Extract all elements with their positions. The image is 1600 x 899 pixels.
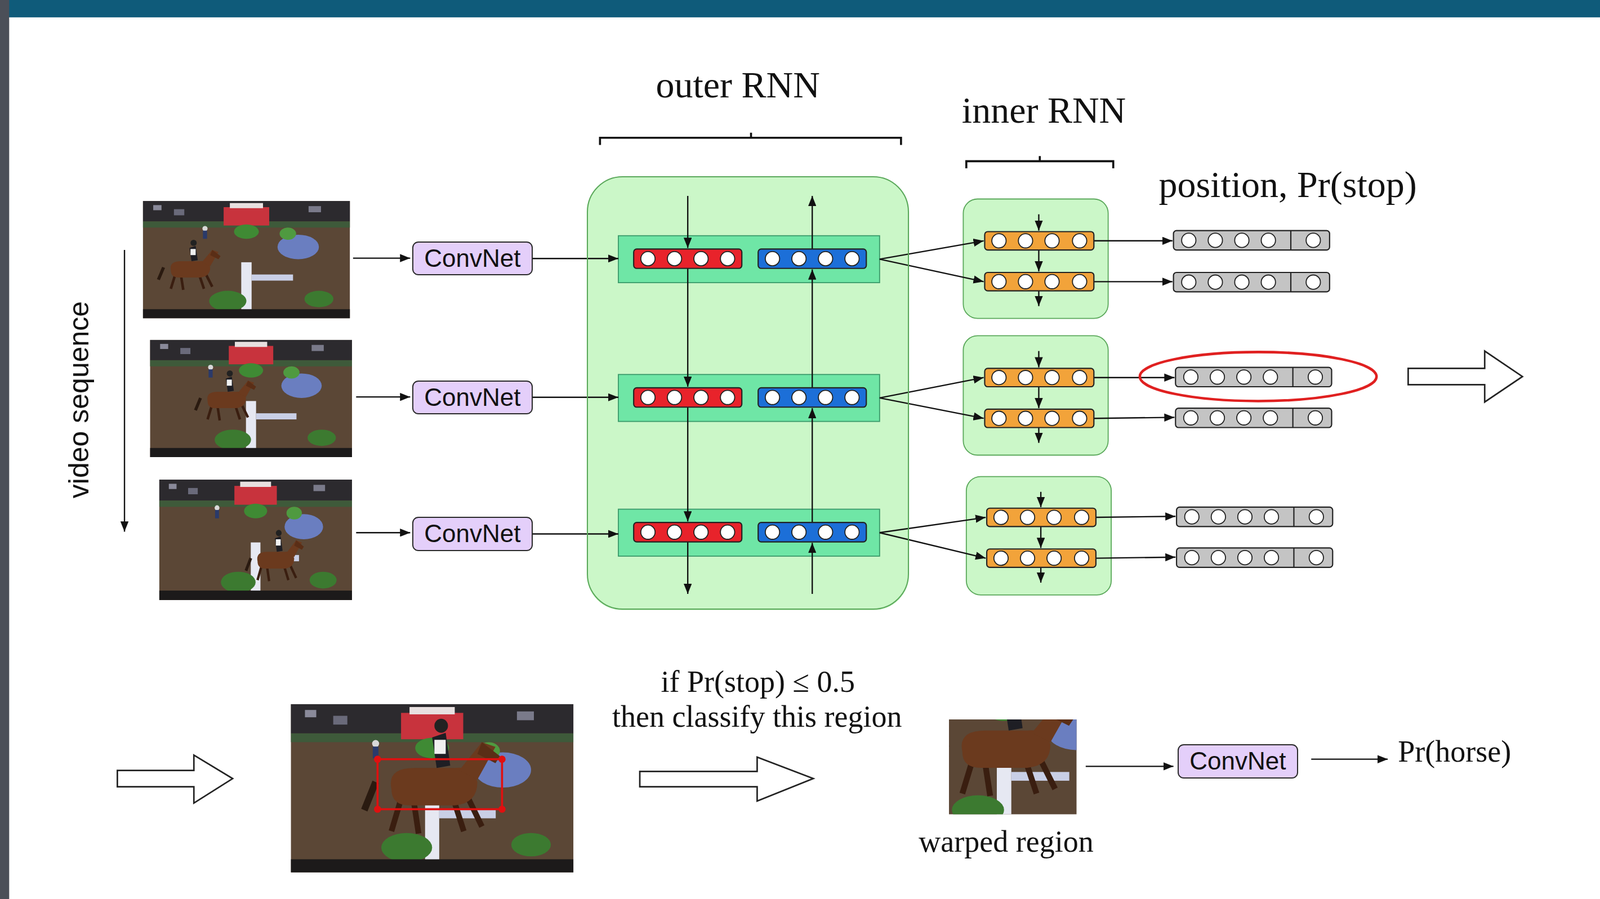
output-heading: position, Pr(stop) (1158, 163, 1417, 207)
image-caption: warped region (918, 824, 1094, 860)
label-holder: position, Pr(stop) (1158, 163, 1417, 207)
convnet-box: ConvNet (412, 380, 533, 415)
convnet-box: ConvNet (1177, 744, 1299, 779)
box-label: ConvNet (424, 384, 521, 412)
outer-rnn-panel: outer RNN (586, 176, 910, 610)
box-label: ConvNet (424, 244, 521, 273)
connector-arrow (532, 257, 619, 260)
label-holder: Pr(horse) (1397, 734, 1512, 770)
connector-arrow (532, 397, 619, 399)
label-holder: inner RNN (961, 88, 1126, 132)
panel-heading: outer RNN (655, 63, 820, 107)
convnet-box: ConvNet (412, 241, 533, 276)
condition-note: if Pr(stop) ≤ 0.5 then classify this reg… (612, 664, 908, 735)
output-label: Pr(horse) (1397, 734, 1512, 770)
label-holder: video sequence (63, 301, 97, 499)
convnet-box: ConvNet (412, 517, 533, 551)
box-label: ConvNet (1189, 747, 1286, 775)
connector-arrow (532, 533, 619, 535)
section-heading: inner RNN (961, 88, 1126, 132)
axis-label: video sequence (63, 301, 97, 499)
label-holder: warped region (918, 824, 1094, 860)
box-label: ConvNet (424, 520, 521, 548)
heading-holder: outer RNN (655, 63, 820, 107)
label-holder: if Pr(stop) ≤ 0.5 then classify this reg… (612, 664, 908, 735)
